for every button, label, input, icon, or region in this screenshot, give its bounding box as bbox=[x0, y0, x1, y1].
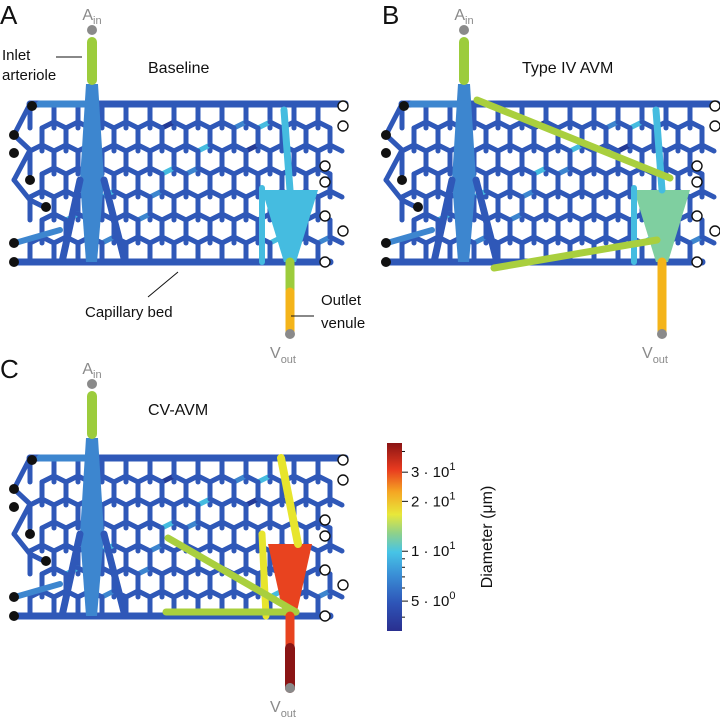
colorbar-tick-exponent: 1 bbox=[449, 540, 455, 552]
outlet-terminal bbox=[285, 683, 295, 693]
colorbar-tick-label: 5 · 100 bbox=[411, 590, 455, 610]
outflow-node bbox=[338, 580, 348, 590]
outlet-label-subscript: out bbox=[281, 354, 296, 366]
capillary-annotation-leader bbox=[148, 272, 178, 297]
colorbar-tick-exponent: 1 bbox=[449, 461, 455, 473]
outflow-node bbox=[692, 161, 702, 171]
outflow-node bbox=[338, 475, 348, 485]
inlet-annotation-line2: arteriole bbox=[2, 67, 56, 84]
outflow-node bbox=[692, 257, 702, 267]
colorbar-tick-label: 2 · 101 bbox=[411, 490, 455, 510]
panel-a-letter: A bbox=[0, 0, 18, 30]
inflow-node bbox=[413, 202, 423, 212]
inflow-node bbox=[9, 148, 19, 158]
inflow-node bbox=[381, 238, 391, 248]
colorbar-tick-exponent: 1 bbox=[449, 490, 455, 502]
inflow-node bbox=[41, 556, 51, 566]
inlet-label: Ain bbox=[82, 7, 101, 27]
panel-c-letter: C bbox=[0, 354, 19, 384]
outflow-node bbox=[320, 611, 330, 621]
inflow-node bbox=[41, 202, 51, 212]
outflow-node bbox=[710, 101, 720, 111]
inlet-label-subscript: in bbox=[465, 15, 474, 27]
inflow-node bbox=[399, 101, 409, 111]
outflow-node bbox=[338, 226, 348, 236]
inlet-label: Ain bbox=[82, 361, 101, 381]
outflow-node bbox=[338, 121, 348, 131]
inflow-node bbox=[9, 130, 19, 140]
outlet-annotation-line1: Outlet bbox=[321, 292, 362, 309]
colorbar-tick-exponent: 0 bbox=[449, 590, 455, 602]
inflow-node bbox=[27, 101, 37, 111]
outflow-node bbox=[320, 531, 330, 541]
outlet-label: Vout bbox=[642, 345, 668, 366]
outflow-node bbox=[692, 211, 702, 221]
colorbar-tick-label: 3 · 101 bbox=[411, 461, 455, 481]
outflow-node bbox=[710, 226, 720, 236]
colorbar-gradient bbox=[387, 443, 402, 631]
outlet-terminal bbox=[285, 329, 295, 339]
colorbar-tick-label: 1 · 101 bbox=[411, 540, 455, 560]
outflow-node bbox=[338, 101, 348, 111]
inflow-node bbox=[9, 502, 19, 512]
outflow-node bbox=[338, 455, 348, 465]
outflow-node bbox=[320, 211, 330, 221]
inflow-node bbox=[9, 257, 19, 267]
outlet-label-subscript: out bbox=[653, 354, 668, 366]
outflow-node bbox=[320, 161, 330, 171]
panel-a-title: Baseline bbox=[148, 60, 209, 77]
inflow-node bbox=[27, 455, 37, 465]
inflow-node bbox=[9, 611, 19, 621]
venule-branch bbox=[262, 534, 266, 616]
outlet-terminal bbox=[657, 329, 667, 339]
inflow-node bbox=[9, 484, 19, 494]
outflow-node bbox=[710, 121, 720, 131]
inflow-node bbox=[381, 257, 391, 267]
outlet-label-subscript: out bbox=[281, 708, 296, 719]
inlet-label: Ain bbox=[454, 7, 473, 27]
outlet-annotation-line2: venule bbox=[321, 315, 365, 332]
outflow-node bbox=[320, 177, 330, 187]
panel-c-title: CV-AVM bbox=[148, 402, 208, 419]
inflow-node bbox=[25, 175, 35, 185]
diameter-colorbar: 5 · 100 1 · 101 2 · 101 3 · 101 Diameter (μ… bbox=[387, 443, 496, 631]
outflow-node bbox=[320, 257, 330, 267]
outflow-node bbox=[692, 177, 702, 187]
inflow-node bbox=[397, 175, 407, 185]
outflow-node bbox=[320, 565, 330, 575]
panel-b-title: Type IV AVM bbox=[522, 60, 613, 77]
colorbar-label: Diameter (μm) bbox=[479, 486, 496, 589]
inflow-node bbox=[381, 148, 391, 158]
outlet-label: Vout bbox=[270, 699, 296, 719]
inflow-node bbox=[381, 130, 391, 140]
inflow-node bbox=[9, 592, 19, 602]
capillary-annotation: Capillary bed bbox=[85, 304, 173, 321]
inlet-label-subscript: in bbox=[93, 15, 102, 27]
panel-b-letter: B bbox=[382, 0, 399, 30]
inflow-node bbox=[9, 238, 19, 248]
outlet-label: Vout bbox=[270, 345, 296, 366]
inflow-node bbox=[25, 529, 35, 539]
colorbar-ticks: 5 · 100 1 · 101 2 · 101 3 · 101 bbox=[402, 451, 455, 617]
inlet-annotation-line1: Inlet bbox=[2, 47, 31, 64]
inlet-label-subscript: in bbox=[93, 369, 102, 381]
outflow-node bbox=[320, 515, 330, 525]
